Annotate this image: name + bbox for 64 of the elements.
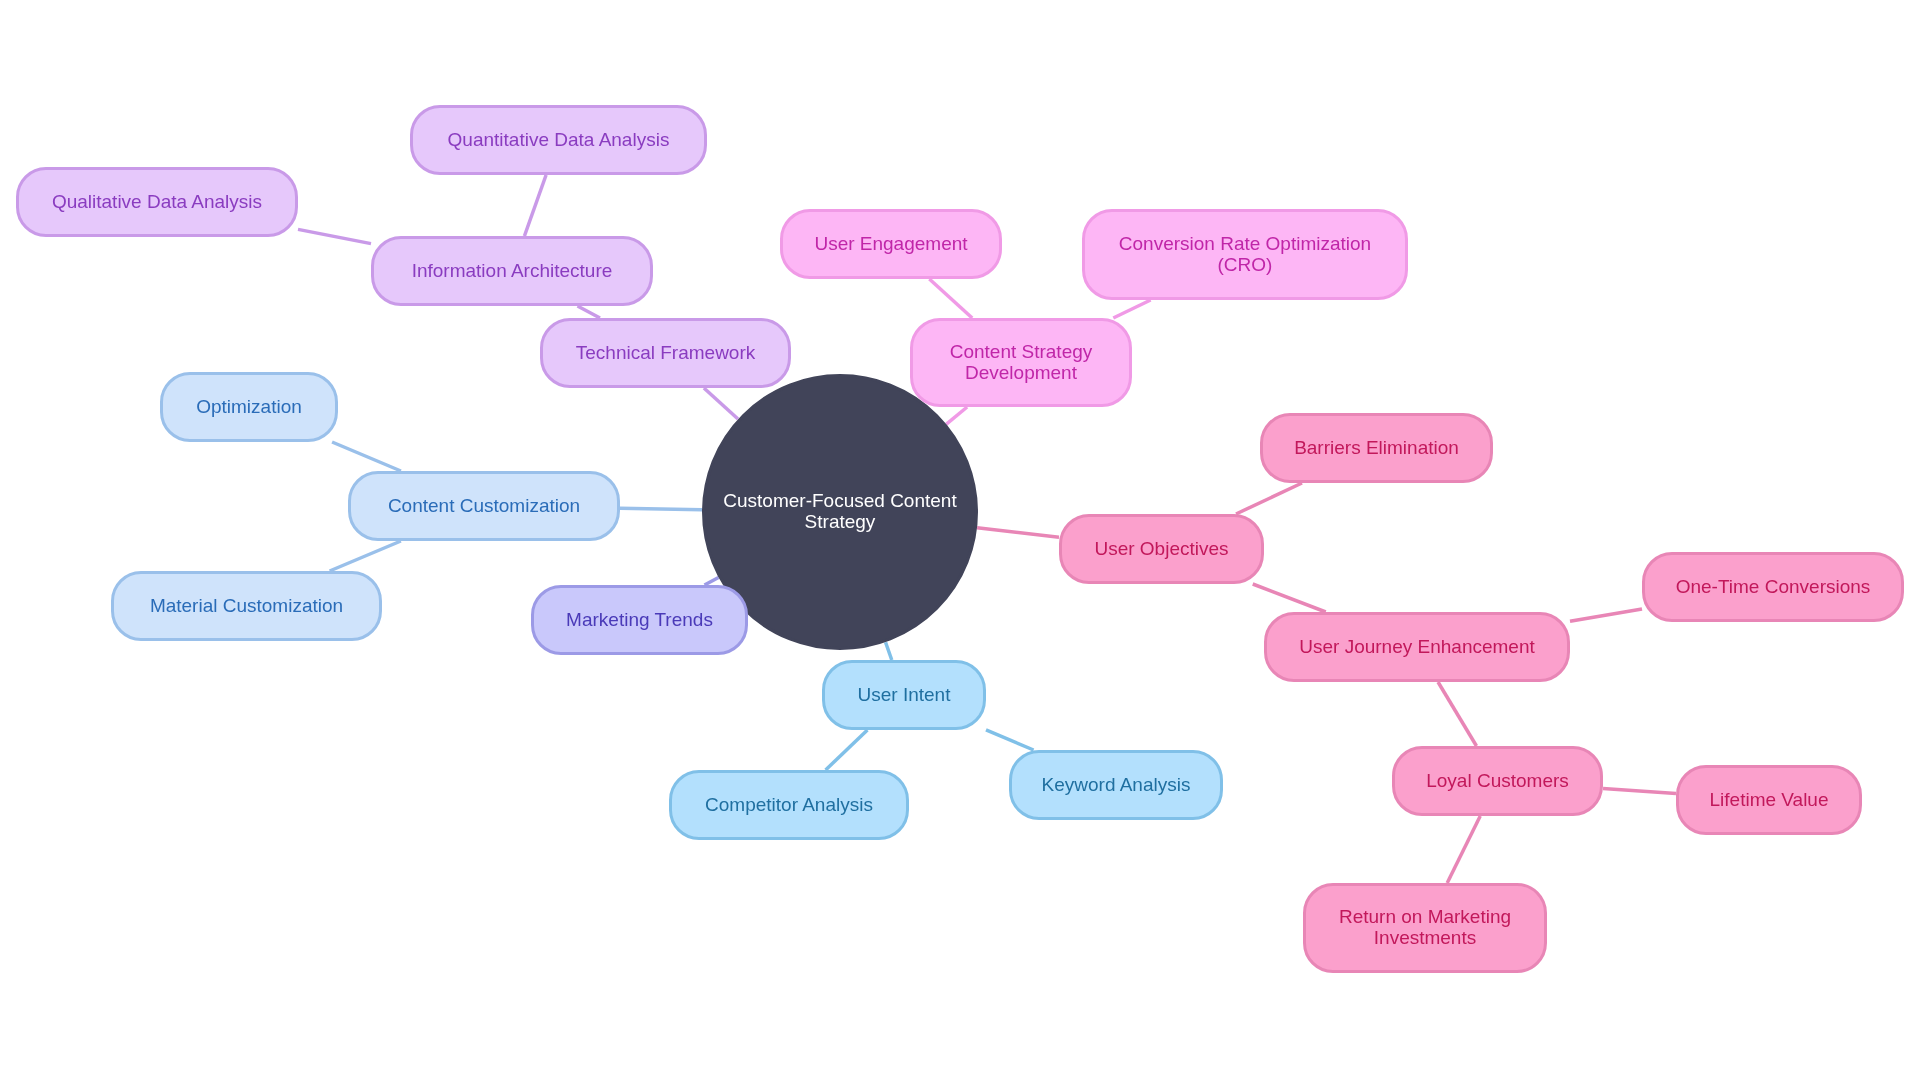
topic-node: [1059, 514, 1264, 584]
connector-line: [619, 506, 703, 512]
connector-line: [331, 440, 402, 473]
connector-line: [328, 539, 402, 573]
topic-node: [780, 209, 1002, 279]
topic-label: Keyword Analysis: [1041, 774, 1191, 796]
connector-line: [883, 641, 894, 661]
topic-label: Information Architecture: [411, 260, 613, 282]
connector-line: [1235, 481, 1303, 516]
topic-node: [1392, 746, 1603, 816]
topic-label: Customer-Focused Content Strategy: [722, 491, 958, 533]
topic-label: Barriers Elimination: [1294, 437, 1459, 459]
topic-label: Competitor Analysis: [705, 794, 873, 816]
connector-line: [297, 227, 372, 246]
topic-label: Qualitative Data Analysis: [51, 191, 263, 213]
connector-line: [1602, 786, 1677, 796]
topic-node: [1260, 413, 1493, 483]
connector-line: [945, 405, 969, 426]
topic-label: User Objectives: [1094, 538, 1229, 560]
topic-node: [540, 318, 791, 388]
topic-node: [160, 372, 338, 442]
topic-label: Loyal Customers: [1426, 770, 1569, 792]
topic-label: Optimization: [196, 396, 302, 418]
topic-label: Material Customization: [149, 595, 344, 617]
connector-line: [703, 575, 720, 587]
topic-node: [531, 585, 748, 655]
topic-label: Conversion Rate Optimization (CRO): [1117, 233, 1373, 276]
topic-node: [348, 471, 620, 541]
connector-line: [1252, 582, 1327, 614]
topic-node: [1642, 552, 1904, 622]
topic-node: [822, 660, 986, 730]
connector-line: [1112, 298, 1152, 320]
topic-node: [111, 571, 382, 641]
topic-node: [16, 167, 298, 237]
topic-label: Marketing Trends: [566, 609, 713, 631]
topic-node: [910, 318, 1132, 407]
topic-label: Lifetime Value: [1709, 789, 1829, 811]
connector-line: [1445, 815, 1482, 884]
connector-line: [1436, 681, 1478, 747]
connector-line: [928, 277, 974, 320]
connector-line: [1569, 607, 1643, 623]
topic-node: [1082, 209, 1408, 300]
topic-node: [371, 236, 653, 306]
topic-label: User Engagement: [814, 233, 968, 255]
topic-node: [1264, 612, 1570, 682]
topic-node: [669, 770, 909, 840]
topic-label: Content Strategy Development: [948, 341, 1094, 384]
topic-node: [410, 105, 707, 175]
topic-label: Content Customization: [387, 495, 581, 517]
topic-label: User Intent: [857, 684, 951, 706]
topic-label: Return on Marketing Investments: [1337, 907, 1513, 949]
connector-line: [976, 526, 1060, 539]
connector-line: [824, 728, 869, 772]
connector-line: [522, 174, 548, 237]
topic-label: Quantitative Data Analysis: [447, 129, 670, 151]
topic-label: One-Time Conversions: [1675, 576, 1871, 598]
connector-line: [985, 728, 1035, 752]
topic-label: User Journey Enhancement: [1299, 636, 1535, 658]
topic-label: Technical Framework: [575, 342, 756, 364]
topic-node: [1676, 765, 1862, 835]
connector-line: [702, 386, 740, 421]
topic-node: [1303, 883, 1547, 973]
topic-node: [1009, 750, 1223, 820]
connector-line: [576, 304, 601, 320]
